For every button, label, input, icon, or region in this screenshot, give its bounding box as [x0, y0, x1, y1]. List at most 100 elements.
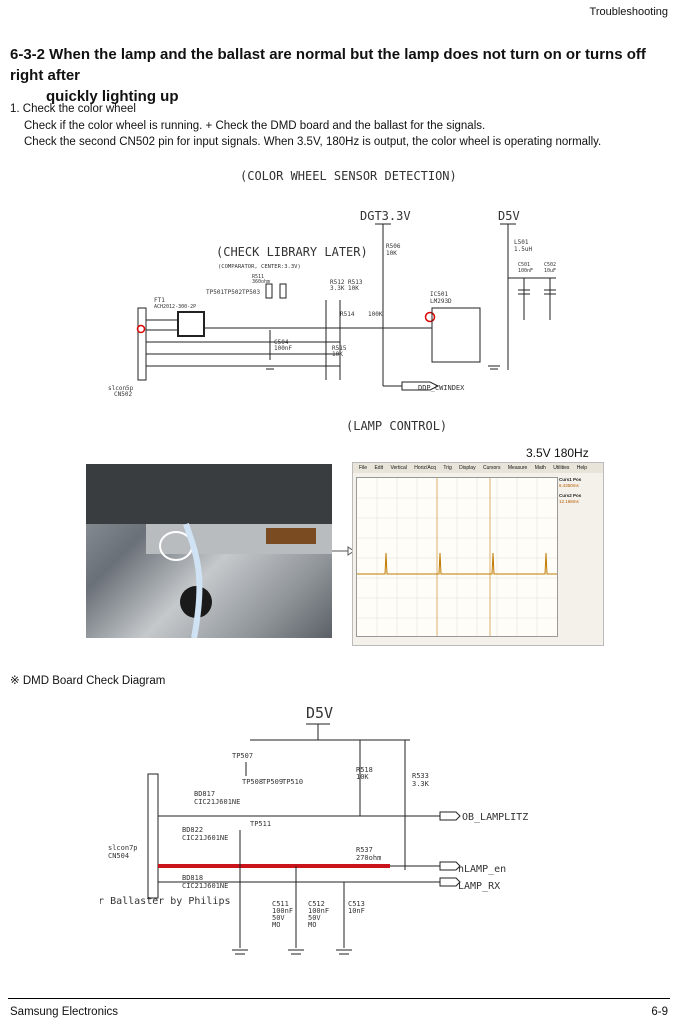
c504-label: C504 — [274, 339, 289, 346]
footer-divider — [8, 998, 670, 999]
c504-value: 100nF — [274, 345, 292, 352]
scope-waveform-screen — [356, 477, 558, 637]
color-wheel-schematic: (COLOR WHEEL SENSOR DETECTION) DGT3.3V D… — [108, 169, 556, 433]
page-title: 6-3-2 When the lamp and the ballast are … — [10, 44, 670, 107]
r518-label: R518 — [356, 766, 373, 774]
nlamp-en-label: nLAMP_en — [458, 864, 506, 875]
c511-value: 100nF — [272, 907, 293, 915]
tp501-label: TP501 — [206, 289, 224, 296]
r537-value: 270ohm — [356, 854, 381, 862]
ic501-label: IC501 — [430, 291, 448, 298]
r511-value: 360ohm — [252, 279, 270, 285]
r513-label: R513 — [348, 279, 363, 286]
r533-value: 3.3K — [412, 780, 430, 788]
scope-menu-utilities: Utilities — [553, 465, 570, 471]
tp511-label: TP511 — [250, 820, 271, 828]
scope-menu-vertical: Vertical — [390, 465, 407, 471]
scope-cursor1-value: 6.4350ms — [559, 483, 579, 488]
c501-value: 100nF — [518, 268, 533, 274]
ic501-value: LM293D — [430, 298, 452, 305]
bd822-label: BD822 — [182, 826, 203, 834]
tp508-label: TP508 — [242, 778, 263, 786]
cn504-connector-label: slcon7p — [108, 844, 138, 852]
ddp-cwindex-label: DDP_CWINDEX — [418, 384, 465, 392]
l501-label: L501 — [514, 239, 529, 246]
r515-value: 10K — [332, 351, 343, 358]
scope-menu-bar: File Edit Vertical Horiz/Acq Trig Displa… — [353, 463, 603, 473]
scope-menu-measure: Measure — [507, 465, 528, 471]
c513-value: 10nF — [348, 907, 365, 915]
scope-menu-horiz: Horiz/Acq — [414, 465, 436, 471]
cn504-connector-id: CN504 — [108, 852, 129, 860]
r514-value: 100K — [368, 311, 383, 318]
scope-menu-help: Help — [576, 465, 588, 471]
c512-type: MO — [308, 921, 316, 929]
lamp-control-title: (LAMP CONTROL) — [346, 419, 447, 433]
r515-label: R515 — [332, 345, 347, 352]
photo-to-scope-arrow — [332, 546, 355, 556]
c501-label: C501 — [518, 262, 530, 268]
check-library-note: (CHECK LIBRARY LATER) — [216, 245, 368, 259]
r511-label: R511 — [252, 274, 264, 280]
scope-cursor2-title: Curs2 Pos — [559, 493, 582, 498]
oscilloscope-capture: File Edit Vertical Horiz/Acq Trig Displa… — [352, 462, 604, 646]
ob-lamplitz-label: OB_LAMPLITZ — [462, 812, 528, 823]
r537-label: R537 — [356, 846, 373, 854]
comparator-note: (COMPARATOR, CENTER:3.3V) — [218, 264, 301, 270]
c511-type: MO — [272, 921, 280, 929]
cn502-connector-id: CN502 — [114, 391, 132, 398]
scope-menu-edit: Edit — [374, 465, 384, 471]
c511-label: C511 — [272, 900, 289, 908]
ground-symbols-2 — [232, 949, 352, 955]
r518-value: 10K — [356, 773, 369, 781]
c502-value: 10uF — [544, 268, 556, 274]
tp510-label: TP510 — [282, 778, 303, 786]
c512-value: 100nF — [308, 907, 329, 915]
d5v-label-2: D5V — [306, 704, 333, 722]
tp503-label: TP503 — [242, 289, 260, 296]
page-number: 6-9 — [651, 1006, 668, 1018]
d5v-label-1: D5V — [498, 209, 520, 223]
c513-label: C513 — [348, 900, 365, 908]
photo-drawing — [86, 464, 332, 638]
step-line-2: Check the second CN502 pin for input sig… — [24, 136, 602, 148]
r514-label: R514 — [340, 311, 355, 318]
ft1-label: FT1 — [154, 297, 165, 304]
step-line-1: Check if the color wheel is running. + C… — [24, 120, 486, 132]
dmd-board-schematic: D5V TP507 TP508 TP509 TP510 R518 10K R53… — [100, 704, 528, 955]
scope-menu-trig: Trig — [443, 465, 452, 471]
ground-symbols — [264, 365, 500, 370]
scope-side-panel: Curs1 Pos 6.4350ms Curs2 Pos 12.168ms — [559, 477, 601, 635]
l501-value: 1.5uH — [514, 246, 532, 253]
scope-menu-cursors: Cursors — [482, 465, 501, 471]
dmd-diagram-caption: ※ DMD Board Check Diagram — [10, 675, 166, 687]
r533-label: R533 — [412, 772, 429, 780]
dgt-label: DGT3.3V — [360, 209, 411, 223]
bd818-label: BD818 — [182, 874, 203, 882]
r512-value: 3.3K — [330, 285, 345, 292]
scope-cursor2-value: 12.168ms — [559, 499, 579, 504]
ballast-note: For Ballaster by Philips — [100, 896, 231, 907]
scope-waveform — [357, 478, 557, 636]
dmd-board-photo — [86, 464, 332, 638]
c512-label: C512 — [308, 900, 325, 908]
scope-menu-display: Display — [459, 465, 476, 471]
r513-value: 10K — [348, 285, 359, 292]
scope-cursor1-title: Curs1 Pos — [559, 477, 582, 482]
c502-label: C502 — [544, 262, 556, 268]
signal-frequency-label: 3.5V 180Hz — [526, 446, 589, 460]
section-header: Troubleshooting — [589, 6, 668, 18]
lamp-rx-label: LAMP_RX — [458, 881, 500, 892]
r512-label: R512 — [330, 279, 345, 286]
c512-voltage: 50V — [308, 914, 321, 922]
r506-label: R506 — [386, 243, 401, 250]
title-line-2: quickly lighting up — [46, 88, 179, 105]
step-heading: 1. Check the color wheel — [10, 103, 136, 115]
bd822-value: CIC21J601NE — [182, 834, 228, 842]
tp507-label: TP507 — [232, 752, 253, 760]
bd818-value: CIC21J601NE — [182, 882, 228, 890]
bd817-value: CIC21J601NE — [194, 798, 240, 806]
ft1-value: ACH2012-300-2P — [154, 304, 196, 310]
scope-menu-file: File — [359, 465, 368, 471]
c511-voltage: 50V — [272, 914, 285, 922]
